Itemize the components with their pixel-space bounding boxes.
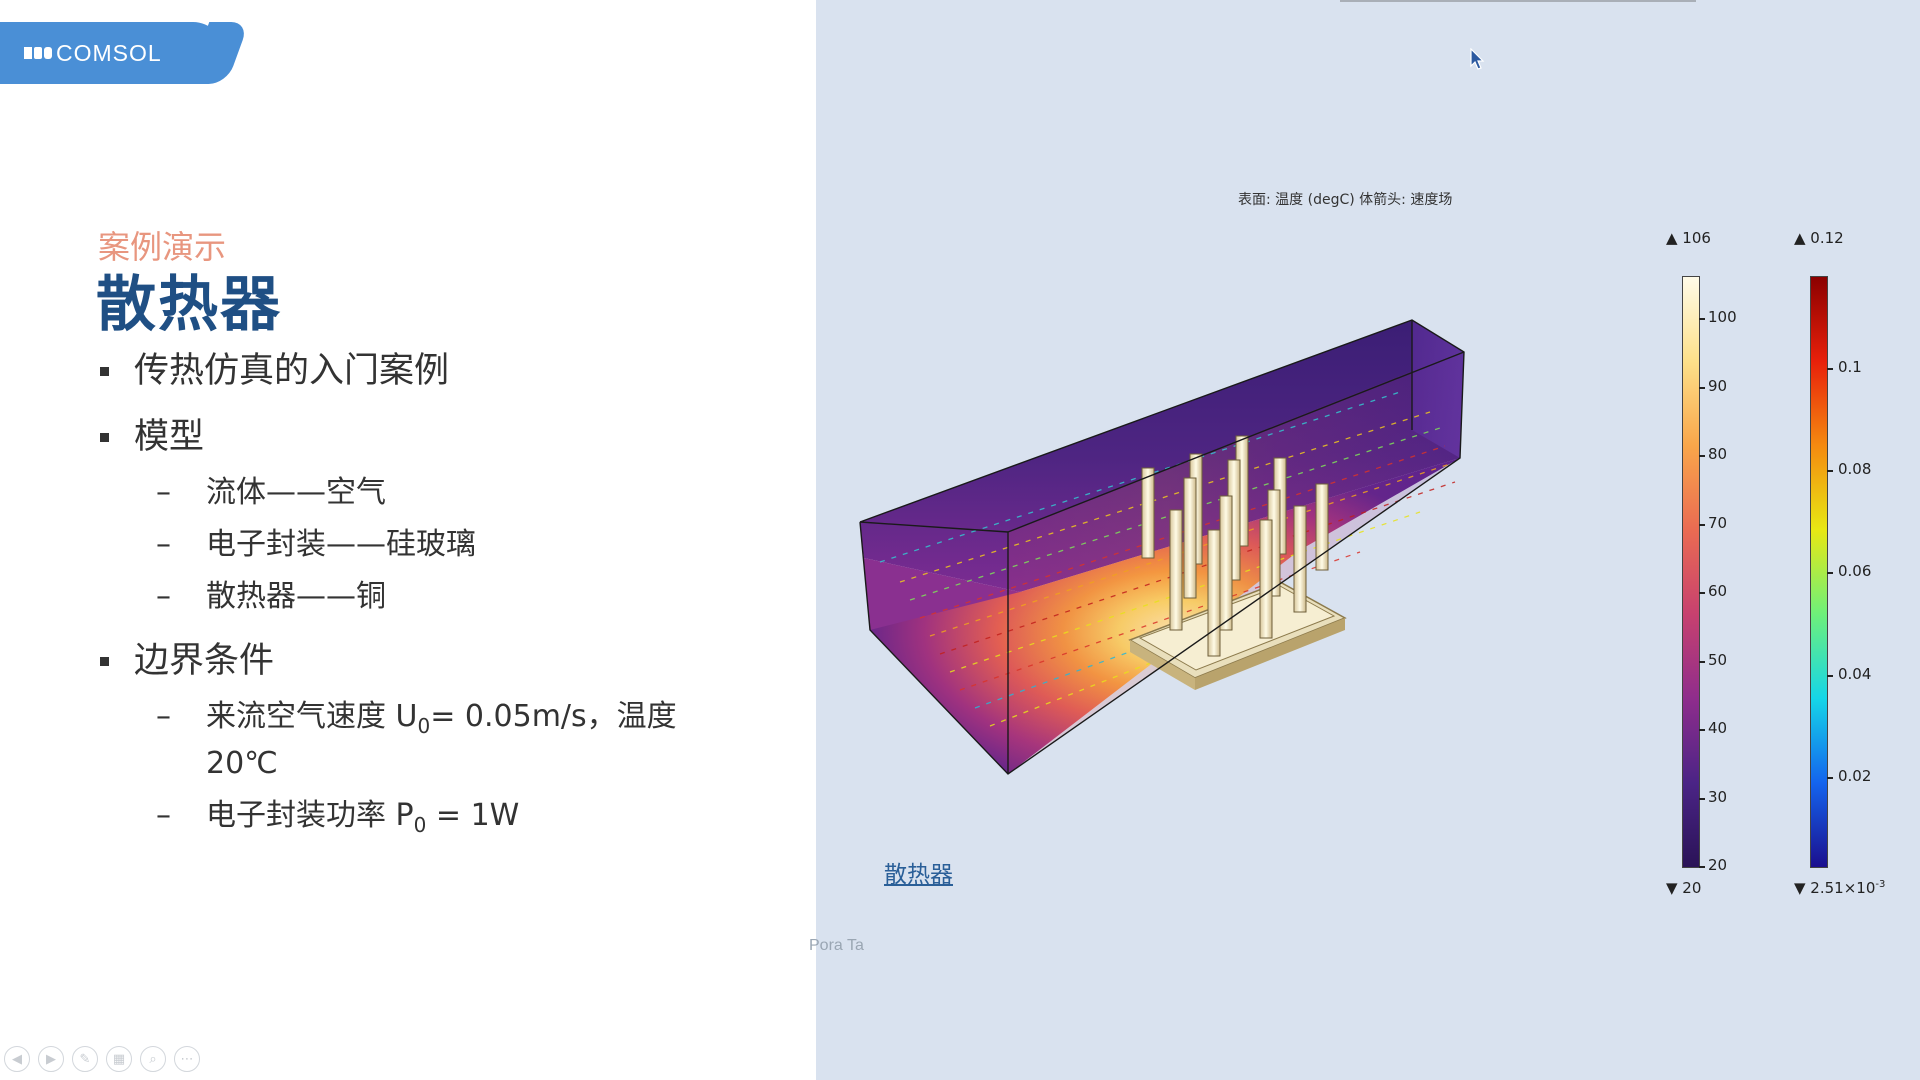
velocity-text-a: 来流空气速度 U [206,699,418,734]
boundary-item-power: 电子封装功率 P0 = 1W [98,797,738,844]
velocity-tick-mark [1827,470,1833,472]
temperature-tick-60: 60 [1708,582,1728,600]
temperature-tick-mark [1699,455,1705,457]
velocity-tick-mark [1827,675,1833,677]
model-link[interactable]: 散热器 [884,862,953,888]
bullet-boundary: 边界条件 [98,640,738,682]
model-item-package: 电子封装——硅玻璃 [98,526,738,564]
pen-icon[interactable]: ✎ [72,1046,98,1072]
bullet-model: 模型 [98,416,738,458]
slide-panel: COMSOL 案例演示 散热器 传热仿真的入门案例 模型 流体——空气 电子封装… [0,0,816,1080]
temperature-tick-40: 40 [1708,719,1728,737]
heat-sink-base [1128,581,1347,690]
domain-outline [859,319,1465,775]
temperature-tick-70: 70 [1708,514,1728,532]
heat-sink-fins [1141,435,1329,657]
right-wall [1412,320,1464,458]
slide-kicker: 案例演示 [98,228,227,266]
temperature-tick-mark [1699,661,1705,663]
temperature-tick-mark [1699,387,1705,389]
temperature-tick-80: 80 [1708,445,1728,463]
next-icon[interactable]: ▶ [38,1046,64,1072]
power-text-a: 电子封装功率 P [206,798,414,833]
temperature-tick-mark [1699,866,1705,868]
temperature-tick-90: 90 [1708,377,1728,395]
velocity-text-b: = 0.05m/s，温度 20℃ [206,699,677,781]
more-icon[interactable]: ⋯ [174,1046,200,1072]
boundary-item-velocity: 来流空气速度 U0= 0.05m/s，温度 20℃ [98,698,738,783]
velocity-tick-0-1: 0.1 [1838,358,1862,376]
model-item-fluid: 流体——空气 [98,474,738,512]
velocity-tick-mark [1827,368,1833,370]
model-sublist: 流体——空气 电子封装——硅玻璃 散热器——铜 [98,474,738,616]
comsol-logo-text: COMSOL [56,40,162,66]
temperature-tick-mark [1699,524,1705,526]
velocity-min-label: ▼ 2.51×10-3 [1794,879,1885,897]
temperature-tick-mark [1699,318,1705,320]
power-subscript: 0 [413,813,427,837]
boundary-sublist: 来流空气速度 U0= 0.05m/s，温度 20℃ 电子封装功率 P0 = 1W [98,698,738,844]
heatsink-3d-plot[interactable] [840,300,1620,820]
back-wall [860,320,1464,592]
velocity-tick-0-04: 0.04 [1838,665,1872,683]
temperature-tick-mark [1699,729,1705,731]
mouse-cursor-icon [1470,48,1485,70]
temperature-tick-30: 30 [1708,788,1728,806]
velocity-max-label: ▲ 0.12 [1794,229,1844,247]
slideshow-toolbar: ◀ ▶ ✎ ▦ ⌕ ⋯ [4,1046,200,1072]
bullet-list: 传热仿真的入门案例 模型 流体——空气 电子封装——硅玻璃 散热器——铜 边界条… [98,350,738,868]
zoom-icon[interactable]: ⌕ [140,1046,166,1072]
slides-icon[interactable]: ▦ [106,1046,132,1072]
temperature-tick-20: 20 [1708,856,1728,874]
velocity-tick-0-02: 0.02 [1838,767,1872,785]
plot-title: 表面: 温度 (degC) 体箭头: 速度场 [1238,192,1453,208]
bullet-intro: 传热仿真的入门案例 [98,350,738,392]
temperature-tick-mark [1699,592,1705,594]
temperature-max-label: ▲ 106 [1666,229,1711,247]
temperature-tick-50: 50 [1708,651,1728,669]
temperature-colorbar-gradient [1682,276,1700,868]
watermark-text: Pora Ta [809,937,864,954]
model-item-heatsink: 散热器——铜 [98,578,738,616]
velocity-tick-0-08: 0.08 [1838,460,1872,478]
temperature-tick-mark [1699,798,1705,800]
velocity-tick-mark [1827,572,1833,574]
comsol-logo-icon [24,47,52,59]
velocity-tick-0-06: 0.06 [1838,562,1872,580]
velocity-subscript: 0 [417,714,431,738]
temperature-tick-100: 100 [1708,308,1737,326]
velocity-min-exponent: -3 [1875,879,1886,890]
temperature-min-label: ▼ 20 [1666,879,1702,897]
velocity-colorbar-gradient [1810,276,1828,868]
prev-icon[interactable]: ◀ [4,1046,30,1072]
window-edge-line [1340,0,1696,2]
slide-title: 散热器 [96,270,282,340]
velocity-min-base: ▼ 2.51×10 [1794,879,1876,897]
velocity-tick-mark [1827,777,1833,779]
power-text-b: = 1W [426,798,520,833]
